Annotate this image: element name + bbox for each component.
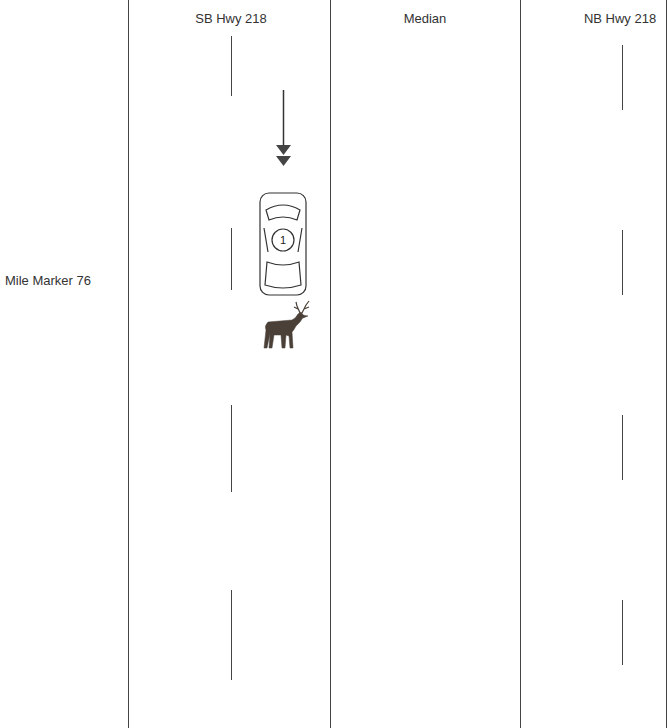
vehicle-number: 1 [271,228,295,252]
vehicle-number-text: 1 [280,234,286,246]
road-edge [520,0,521,728]
lane-dashes [232,36,623,680]
road-edge [128,0,129,728]
direction-arrow [276,90,291,166]
mile-marker: Mile Marker 76 [5,273,91,288]
road-edge [666,0,667,728]
vehicle-number-circle [272,229,294,251]
vehicle-body [260,193,306,295]
deer-figure [264,301,309,348]
road-name: Median [404,11,447,26]
road-edge [330,0,331,728]
road-name: SB Hwy 218 [195,11,267,26]
road-name: NB Hwy 218 [584,11,656,26]
